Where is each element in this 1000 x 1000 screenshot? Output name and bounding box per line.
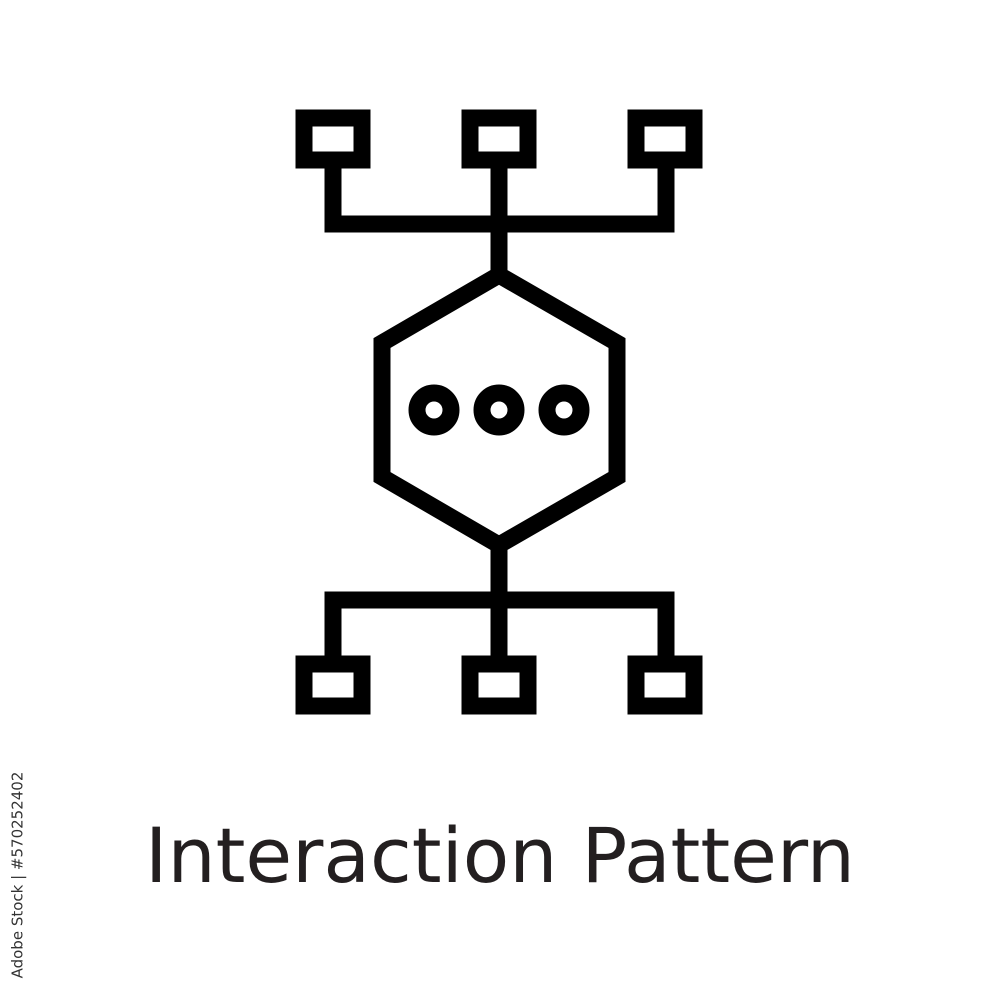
bottom-right-box — [627, 655, 703, 715]
dot-3-icon — [538, 384, 590, 436]
icon-caption: Interaction Pattern — [145, 810, 855, 900]
top-center-box — [461, 109, 537, 169]
top-connector-lines — [324, 160, 675, 270]
dot-1-icon — [408, 384, 460, 436]
top-left-box — [295, 109, 371, 169]
bottom-connector-lines — [324, 545, 675, 664]
dot-2-icon — [473, 384, 525, 436]
stock-id-watermark: Adobe Stock | #570252402 — [2, 760, 32, 990]
bottom-center-box — [461, 655, 537, 715]
bottom-left-box — [295, 655, 371, 715]
top-right-box — [627, 109, 703, 169]
stock-id-text: Adobe Stock | #570252402 — [8, 771, 26, 979]
